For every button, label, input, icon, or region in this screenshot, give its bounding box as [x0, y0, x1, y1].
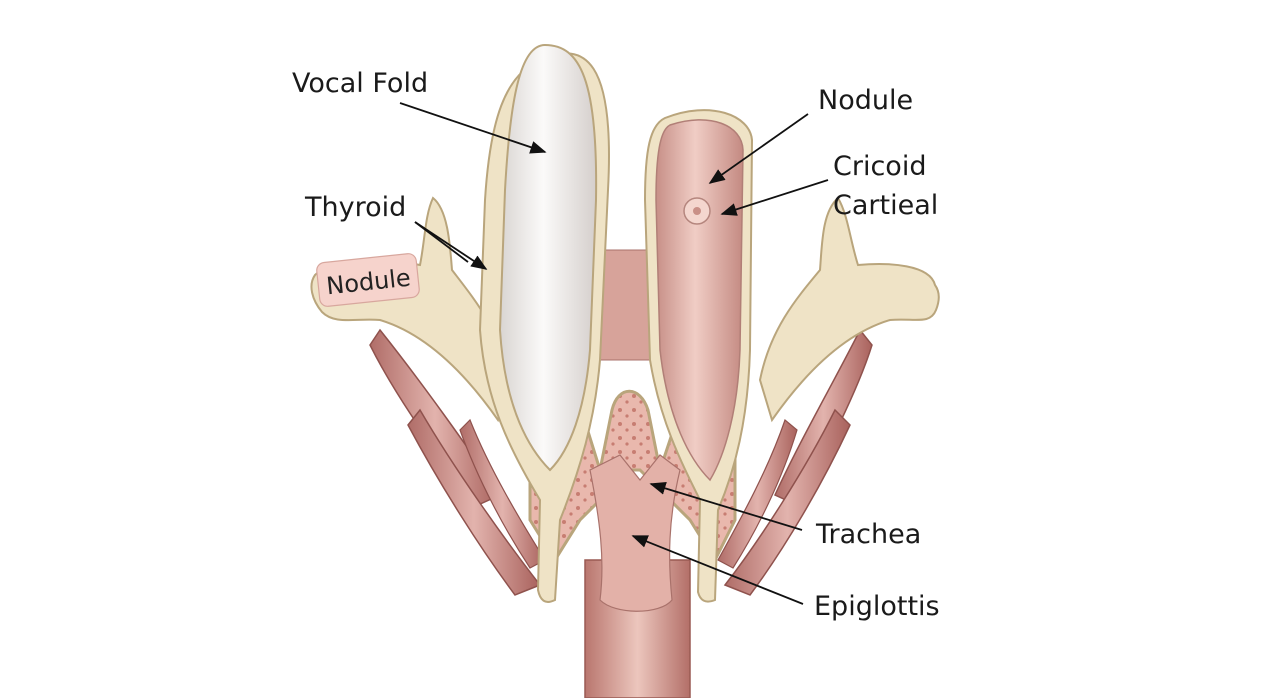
label-thyroid: Thyroid: [304, 192, 406, 223]
nodule-center: [693, 207, 701, 215]
label-cricoid-line2: Cartieal: [833, 190, 938, 221]
label-nodule: Nodule: [818, 85, 913, 116]
label-cricoid-line1: Cricoid: [833, 151, 926, 182]
vocal-fold-white: [500, 45, 596, 470]
label-epiglottis: Epiglottis: [814, 591, 940, 622]
epiglottis-body: [590, 455, 680, 611]
label-vocal-fold: Vocal Fold: [292, 68, 428, 99]
label-trachea: Trachea: [815, 519, 921, 550]
